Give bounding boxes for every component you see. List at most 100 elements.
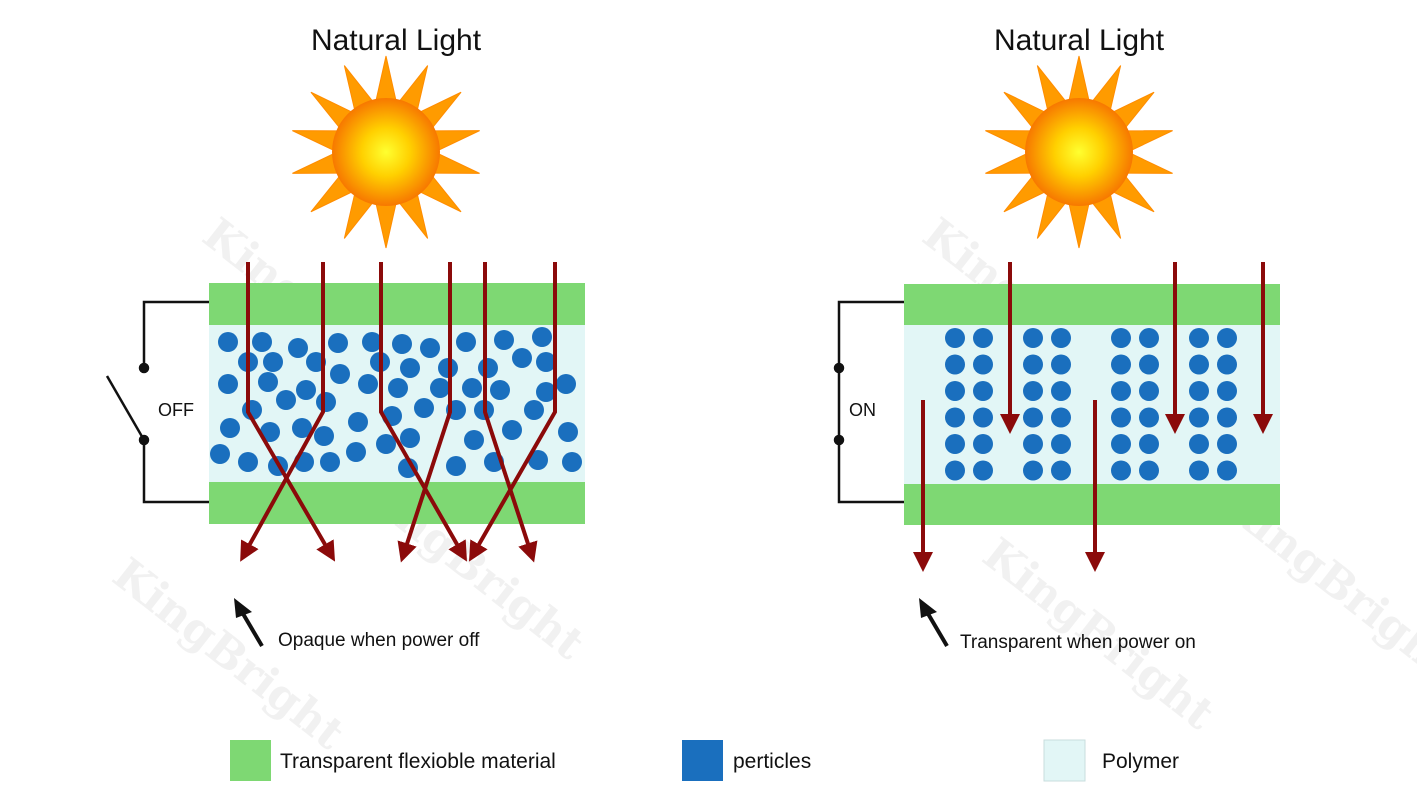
particle bbox=[462, 378, 482, 398]
particle bbox=[1189, 328, 1209, 348]
bottom-flexible-layer bbox=[904, 484, 1280, 525]
particle bbox=[398, 458, 418, 478]
particle bbox=[1023, 381, 1043, 401]
particle bbox=[556, 374, 576, 394]
light-ray bbox=[379, 262, 467, 562]
particle bbox=[945, 407, 965, 428]
particle bbox=[1139, 354, 1159, 375]
particle bbox=[1189, 460, 1209, 481]
particle bbox=[536, 382, 556, 402]
right-panel-title: Natural Light bbox=[994, 24, 1165, 57]
particle bbox=[414, 398, 434, 418]
particle bbox=[973, 328, 993, 348]
light-ray bbox=[240, 262, 325, 562]
particle bbox=[1189, 354, 1209, 375]
particle bbox=[1051, 407, 1071, 428]
particle bbox=[1139, 381, 1159, 401]
particle bbox=[536, 352, 556, 372]
legend-label-polymer: Polymer bbox=[1102, 750, 1179, 773]
particle bbox=[446, 456, 466, 476]
switch-state-label: OFF bbox=[158, 400, 194, 420]
particle bbox=[288, 338, 308, 358]
particle bbox=[1051, 381, 1071, 401]
particle bbox=[1217, 460, 1237, 481]
particle bbox=[1023, 354, 1043, 375]
particle bbox=[420, 338, 440, 358]
particle bbox=[1051, 460, 1071, 481]
sun-ray bbox=[1067, 200, 1091, 249]
pointer-arrow-icon bbox=[234, 598, 264, 648]
legend-swatch-polymer bbox=[1043, 739, 1086, 782]
particle bbox=[392, 334, 412, 354]
particle bbox=[220, 418, 240, 438]
particle bbox=[1023, 434, 1043, 454]
particle bbox=[532, 327, 552, 347]
particle bbox=[348, 412, 368, 432]
random-particles bbox=[210, 327, 582, 478]
sun-icon bbox=[985, 55, 1173, 249]
particle bbox=[1217, 354, 1237, 375]
particle bbox=[238, 452, 258, 472]
switch-icon bbox=[105, 300, 209, 504]
particle bbox=[362, 332, 382, 352]
top-flexible-layer bbox=[209, 283, 585, 325]
particle bbox=[276, 390, 296, 410]
particle bbox=[210, 444, 230, 464]
sun-ray bbox=[374, 55, 398, 104]
particle bbox=[1051, 354, 1071, 375]
particle bbox=[1217, 407, 1237, 428]
sun-ray bbox=[374, 200, 398, 249]
sun-core bbox=[332, 98, 440, 206]
particle bbox=[478, 358, 498, 378]
legend-swatch-particles bbox=[682, 740, 723, 781]
particle bbox=[945, 328, 965, 348]
legend-label-particles: perticles bbox=[733, 750, 811, 773]
left-caption: Opaque when power off bbox=[278, 630, 480, 651]
particle bbox=[320, 452, 340, 472]
particle bbox=[1111, 460, 1131, 481]
particle bbox=[400, 428, 420, 448]
particle bbox=[1217, 328, 1237, 348]
particle bbox=[1111, 381, 1131, 401]
particle bbox=[1139, 434, 1159, 454]
particle bbox=[1023, 407, 1043, 428]
particle bbox=[346, 442, 366, 462]
particle bbox=[562, 452, 582, 472]
particle bbox=[400, 358, 420, 378]
particle bbox=[1139, 407, 1159, 428]
particle bbox=[1139, 328, 1159, 348]
particle bbox=[464, 430, 484, 450]
light-ray bbox=[469, 262, 557, 562]
switch-icon bbox=[833, 300, 904, 504]
sun-icon bbox=[292, 55, 480, 249]
right-panel: Natural Light ON Transparent when power … bbox=[833, 24, 1280, 653]
particle bbox=[376, 434, 396, 454]
top-flexible-layer bbox=[904, 284, 1280, 325]
particle bbox=[1051, 328, 1071, 348]
particle bbox=[1189, 381, 1209, 401]
particle bbox=[263, 352, 283, 372]
particle bbox=[502, 420, 522, 440]
right-caption: Transparent when power on bbox=[960, 632, 1196, 653]
particle bbox=[1189, 434, 1209, 454]
particle bbox=[973, 434, 993, 454]
particle bbox=[524, 400, 544, 420]
polymer-layer bbox=[904, 325, 1280, 484]
particle bbox=[358, 374, 378, 394]
particle bbox=[456, 332, 476, 352]
particle bbox=[945, 434, 965, 454]
switch-state-label: ON bbox=[849, 400, 876, 420]
particle bbox=[1051, 434, 1071, 454]
light-ray bbox=[397, 262, 452, 563]
particle bbox=[1217, 434, 1237, 454]
particle bbox=[1139, 460, 1159, 481]
particle bbox=[1189, 407, 1209, 428]
particle bbox=[528, 450, 548, 470]
particle bbox=[430, 378, 450, 398]
particle bbox=[494, 330, 514, 350]
legend: Transparent flexioble material perticles… bbox=[230, 739, 1179, 782]
particle bbox=[945, 460, 965, 481]
light-ray bbox=[246, 262, 336, 562]
sun-core bbox=[1025, 98, 1133, 206]
